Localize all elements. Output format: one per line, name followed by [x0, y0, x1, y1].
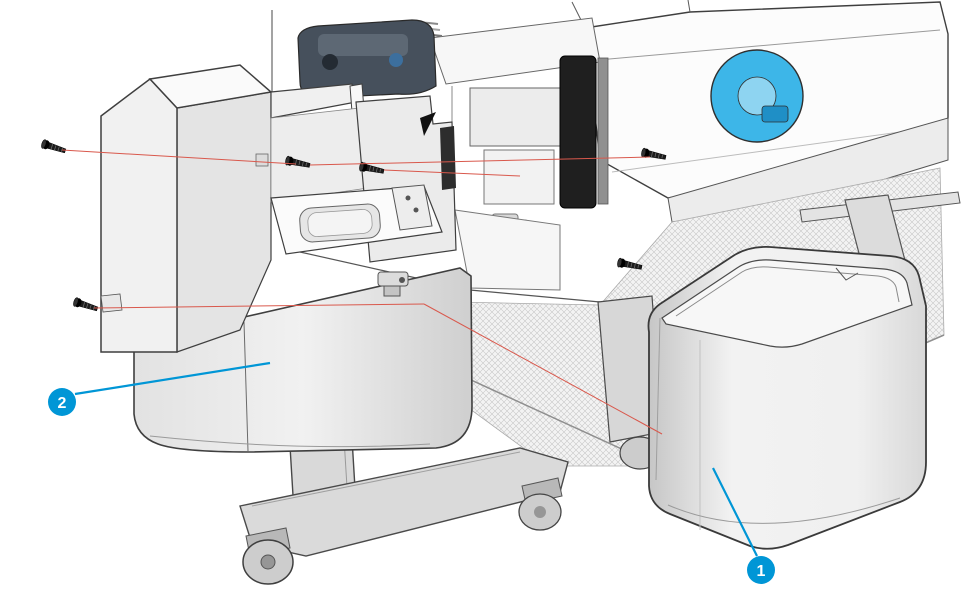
carriage-highlight: [318, 34, 408, 56]
carriage-detail: [322, 54, 338, 70]
tray-pocket-inner: [307, 209, 373, 237]
screw: [41, 139, 67, 154]
spindle-hub-center: [737, 76, 777, 116]
caster-hub: [534, 506, 546, 518]
screw: [359, 161, 385, 174]
dark-slot: [559, 55, 597, 209]
caster-hub: [260, 554, 276, 570]
screw-threads: [369, 165, 382, 173]
leader-line-red: [423, 303, 663, 435]
screw-threads: [295, 159, 308, 167]
cover-2-bottom-line: [149, 435, 431, 448]
screw-threads: [50, 144, 63, 152]
screw: [641, 147, 667, 160]
cover-2-detail: [255, 153, 269, 167]
screw-threads: [82, 302, 95, 310]
cover-1-bottom-line: [667, 497, 901, 524]
cover-1-left-edge: [655, 317, 661, 481]
callout-1-number: 1: [757, 563, 766, 580]
tray-cap-dot: [405, 195, 411, 201]
screw-threads: [627, 261, 640, 269]
internal-bracket: [469, 87, 567, 147]
leader-line-red: [61, 149, 297, 165]
screw-head-rim: [359, 161, 365, 172]
screw: [73, 297, 99, 312]
cover-1: [647, 246, 927, 550]
screw-head-rim: [73, 297, 79, 307]
tray-cap: [391, 184, 433, 231]
printer-internals: [271, 10, 609, 303]
screw-threads: [651, 151, 664, 159]
callout-2-badge: [48, 388, 76, 416]
cover-2-step: [100, 293, 123, 313]
screw-leader-lines: [61, 149, 663, 435]
cover-1-lid-seam: [675, 266, 900, 317]
cover-2-seam: [243, 321, 249, 452]
cover-2-slot: [440, 126, 456, 190]
cover-1-top-face: [661, 259, 913, 348]
cover-2: [100, 64, 473, 453]
cover-1-notch: [835, 267, 859, 281]
callout-2: 2: [48, 361, 271, 416]
cover-2-tower-front: [100, 77, 178, 353]
slot-rail: [597, 57, 609, 205]
screw-head-rim: [617, 257, 623, 268]
tray-cap-dot: [413, 207, 419, 213]
panel-seam-line: [611, 131, 901, 173]
callout-1: 1: [712, 467, 775, 584]
cover-2-latch-screw: [399, 277, 405, 283]
screw-head-rim: [41, 139, 47, 149]
printer-body: [271, 0, 949, 303]
foot-edge-line: [251, 451, 521, 507]
screw: [617, 257, 643, 270]
carriage-assembly: [297, 19, 437, 99]
carriage-detail: [389, 53, 403, 67]
leader-line-red: [93, 303, 425, 309]
screw-head-rim: [285, 155, 291, 166]
internal-bracket: [483, 149, 555, 205]
leader-line-red: [383, 169, 521, 177]
cover-2-body: [133, 267, 473, 453]
lower-panel: [454, 209, 561, 291]
callout-2-number: 2: [58, 395, 67, 412]
callout-1-badge: [747, 556, 775, 584]
cover-2-inner-wall: [270, 107, 369, 203]
spindle-latch: [761, 105, 789, 123]
cover-2-flag: [420, 112, 436, 136]
panel-seam-line: [597, 29, 941, 61]
leader-line-red: [309, 156, 651, 166]
callout-1-leader: [712, 467, 758, 557]
screws: [41, 139, 667, 312]
cover-2-latch-detail: [383, 285, 401, 297]
callout-2-leader: [74, 361, 271, 396]
